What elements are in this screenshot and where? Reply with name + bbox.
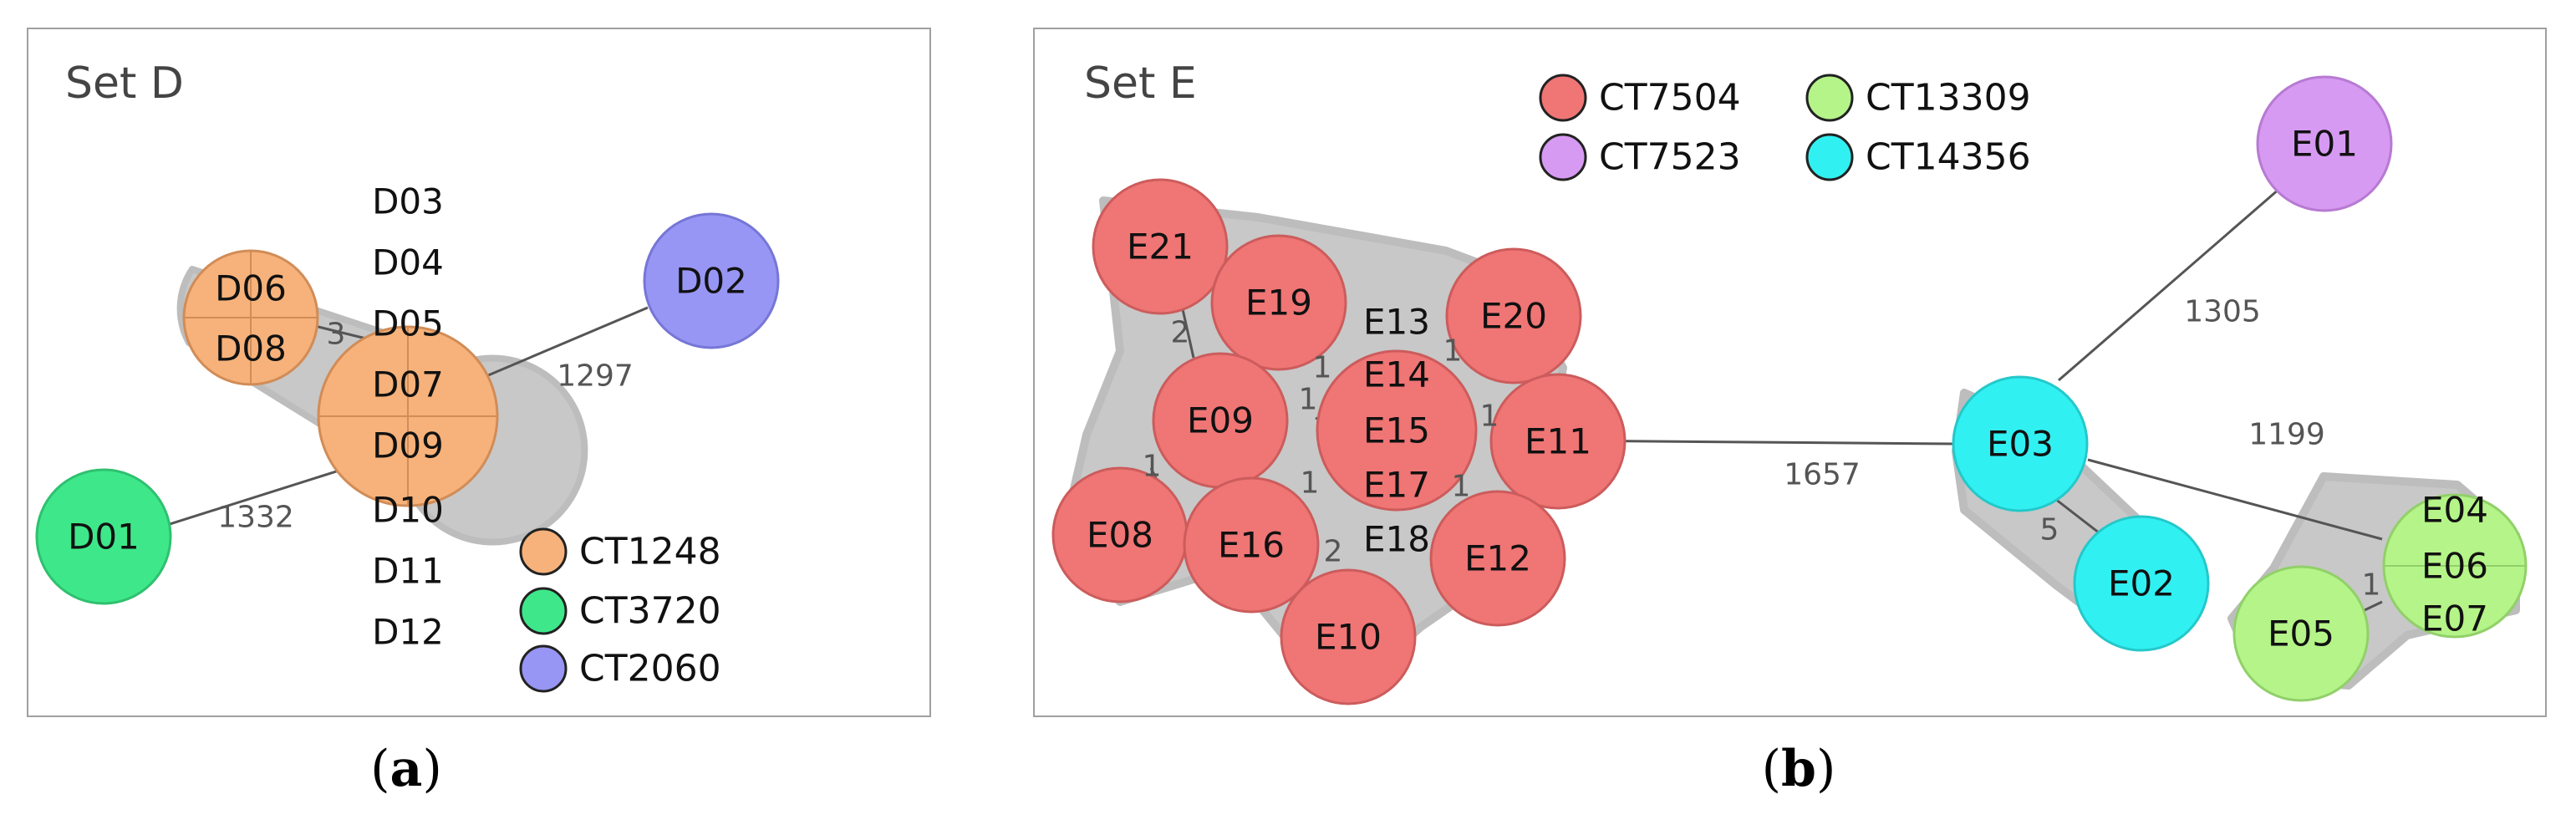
edge-label-e11-hub: 1 — [1480, 400, 1499, 434]
caption-b: (b) — [1762, 740, 1836, 798]
edge-label-e03-e02: 5 — [2040, 513, 2059, 547]
node-label-d06: D06 — [215, 268, 287, 309]
edge-e21-e09 — [1181, 308, 1195, 359]
node-label-d09: D09 — [372, 425, 444, 466]
legend-swatch-ct2060 — [519, 644, 568, 693]
node-label-d02: D02 — [675, 261, 747, 302]
stack-label-e15: E15 — [1363, 410, 1430, 451]
node-e16[interactable]: E16 — [1183, 476, 1320, 614]
node-hub[interactable] — [1316, 349, 1478, 512]
stack-label-e13: E13 — [1363, 302, 1430, 343]
node-label-e20: E20 — [1480, 296, 1547, 337]
node-e09[interactable]: E09 — [1152, 352, 1289, 489]
legend-b: CT7504 CT13309 CT7523 CT14356 — [1539, 74, 2031, 181]
edge-label-e03-e01: 1305 — [2184, 295, 2261, 329]
edge-label-e12-hub: 1 — [1452, 470, 1471, 504]
edge-label-d07-d01: 1332 — [217, 501, 294, 535]
node-d07-d09[interactable]: D07 D09 — [317, 325, 499, 507]
node-d06-d08[interactable]: D06 D08 — [182, 249, 319, 386]
edge-e03-green — [2087, 458, 2383, 541]
legend-swatch-ct13309 — [1805, 74, 1854, 122]
stack-label-d05: D05 — [372, 303, 444, 344]
legend-swatch-ct1248 — [519, 527, 568, 576]
node-d02[interactable]: D02 — [643, 212, 780, 349]
legend-label-ct14356: CT14356 — [1866, 136, 2031, 179]
stack-label-d10: D10 — [372, 490, 444, 531]
node-label-e16: E16 — [1218, 525, 1285, 566]
edge-label-d07-d02: 1297 — [557, 359, 634, 394]
legend-label-ct7523: CT7523 — [1599, 136, 1741, 179]
panel-b-title: Set E — [1084, 59, 1197, 109]
node-label-e19: E19 — [1245, 283, 1312, 323]
edge-label-d06-d07: 3 — [327, 318, 346, 352]
edge-label-e09-hub: 1 — [1299, 383, 1318, 417]
node-e02[interactable]: E02 — [2073, 515, 2210, 652]
stack-label-d11: D11 — [372, 551, 444, 592]
caption-a: (a) — [370, 740, 442, 798]
legend-label-ct1248: CT1248 — [579, 531, 721, 573]
stack-label-d12: D12 — [372, 612, 444, 653]
stack-label-e18: E18 — [1363, 519, 1430, 560]
stack-label-e07: E07 — [2421, 598, 2488, 639]
node-d01[interactable]: D01 — [35, 468, 172, 605]
legend-label-ct3720: CT3720 — [579, 590, 721, 633]
stack-label-d04: D04 — [372, 242, 444, 283]
node-e-green[interactable]: E04 E06 E07 — [2382, 490, 2528, 639]
edge-e03-e01 — [2058, 187, 2280, 382]
stack-label-e06: E06 — [2421, 546, 2488, 587]
stack-label-e14: E14 — [1363, 354, 1430, 395]
node-label-e21: E21 — [1127, 227, 1194, 267]
node-label-d01: D01 — [68, 517, 140, 558]
node-e05[interactable]: E05 — [2232, 565, 2370, 702]
node-label-e03: E03 — [1987, 424, 2054, 465]
edge-label-e16-hub: 1 — [1301, 466, 1320, 501]
legend-label-ct7504: CT7504 — [1599, 77, 1741, 120]
legend-label-ct13309: CT13309 — [1866, 77, 2031, 120]
node-label-e01: E01 — [2291, 124, 2358, 165]
node-label-e08: E08 — [1087, 515, 1153, 556]
stack-label-e17: E17 — [1363, 465, 1430, 506]
legend-swatch-ct7523 — [1539, 133, 1587, 181]
panel-a: Set D D06 D08 D07 D09 D02 D01 — [27, 28, 931, 798]
node-label-e02: E02 — [2108, 563, 2175, 604]
edge-label-e05-green: 1 — [2362, 568, 2381, 603]
edge-label-e10-hub: 2 — [1324, 535, 1343, 569]
node-e01[interactable]: E01 — [2256, 75, 2393, 212]
node-e19[interactable]: E19 — [1210, 234, 1347, 371]
node-e12[interactable]: E12 — [1429, 490, 1566, 627]
legend-swatch-ct3720 — [519, 587, 568, 635]
node-label-d08: D08 — [215, 328, 287, 369]
node-e11[interactable]: E11 — [1489, 373, 1627, 510]
node-label-e12: E12 — [1464, 538, 1531, 579]
stack-label-d03: D03 — [372, 181, 444, 222]
node-label-e10: E10 — [1315, 617, 1382, 658]
legend-swatch-ct7504 — [1539, 74, 1587, 122]
node-label-e05: E05 — [2268, 614, 2334, 654]
edge-d07-d02 — [476, 306, 649, 382]
edge-label-e08-e09: 1 — [1143, 450, 1162, 484]
legend-swatch-ct14356 — [1805, 133, 1854, 181]
legend-label-ct2060: CT2060 — [579, 648, 721, 690]
edge-label-e03-green: 1199 — [2248, 418, 2325, 452]
node-e20[interactable]: E20 — [1445, 247, 1582, 384]
stack-label-e04: E04 — [2421, 490, 2488, 531]
edge-label-e19-hub: 1 — [1313, 351, 1332, 385]
panel-a-title: Set D — [65, 59, 184, 109]
legend-a: CT1248 CT3720 CT2060 — [519, 527, 721, 693]
edge-label-e11-e03: 1657 — [1784, 458, 1861, 492]
node-e03[interactable]: E03 — [1952, 375, 2089, 512]
edge-label-e20-hub: 1 — [1443, 334, 1463, 369]
edge-d07-d01 — [135, 466, 348, 537]
edge-e05-green — [2364, 600, 2383, 612]
node-label-d07: D07 — [372, 364, 444, 405]
panel-b: Set E E21 E19 E20 E09 — [1033, 28, 2547, 798]
node-e10[interactable]: E10 — [1280, 568, 1417, 705]
edge-label-e21-e09: 2 — [1171, 316, 1190, 350]
node-e21[interactable]: E21 — [1092, 178, 1229, 315]
node-e08[interactable]: E08 — [1051, 466, 1189, 603]
node-label-e11: E11 — [1525, 421, 1591, 462]
node-label-e09: E09 — [1187, 400, 1254, 441]
